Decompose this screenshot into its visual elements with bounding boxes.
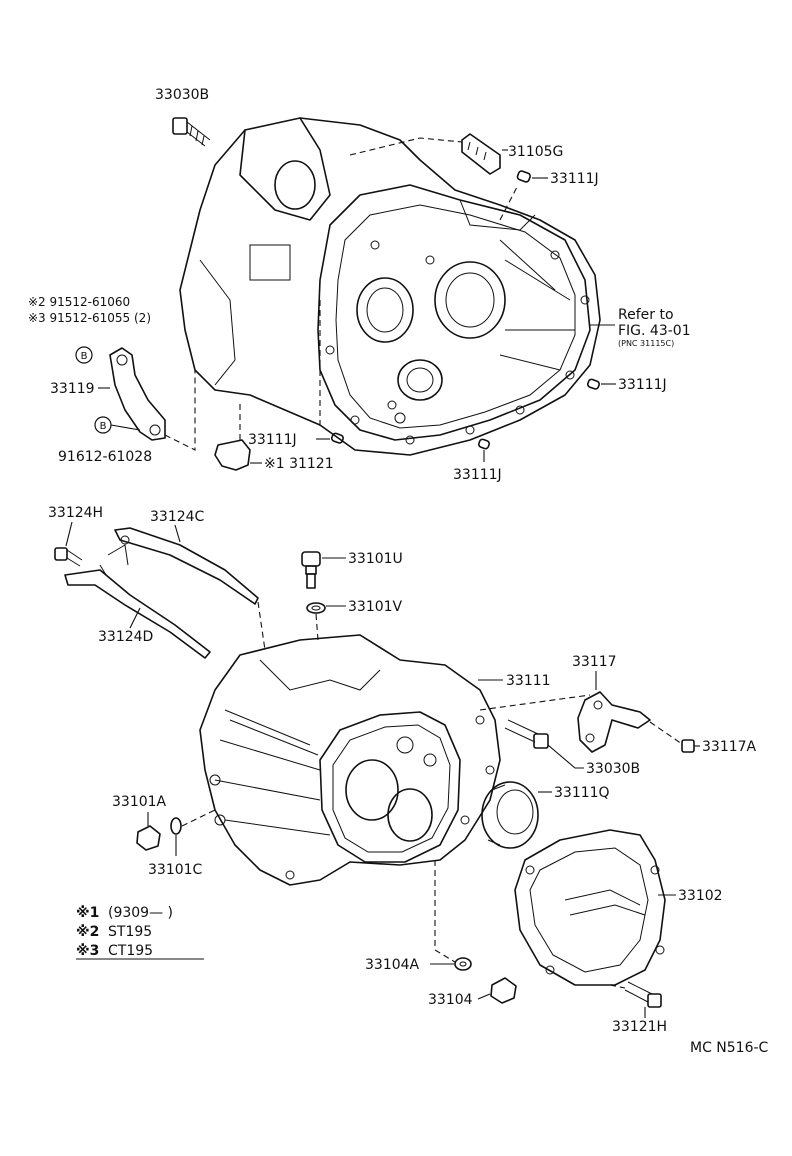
plug-33101u-icon [301,551,321,589]
label-33117: 33117 [572,654,617,670]
label-33111j-right-top: 33111J [550,171,599,187]
legend-text-2: ST195 [108,924,152,940]
label-33111: 33111 [506,673,551,689]
label-33124h: 33124H [48,505,103,521]
note-91512-61060: ※2 91512-61060 [28,295,130,309]
label-33111j-bottom: 33111J [453,467,502,483]
lower-transaxle-case [199,634,501,886]
label-33111q: 33111Q [554,785,610,801]
cover-31121-icon [214,439,251,471]
svg-text:B: B [81,351,88,362]
label-33111j-right-mid: 33111J [618,377,667,393]
label-33117a: 33117A [702,739,757,755]
label-33104: 33104 [428,992,473,1008]
washer-33104a-icon [454,957,472,971]
label-33119: 33119 [50,381,95,397]
label-bolt-33030b-top: 33030B [155,87,209,103]
bracket-33119-icon [109,347,166,441]
seal-33111q-icon [481,781,539,849]
label-33101a: 33101A [112,794,167,810]
label-33104a: 33104A [365,957,420,973]
extension-housing-33102 [514,829,666,986]
label-33124c: 33124C [150,509,205,525]
label-33101c: 33101C [148,862,203,878]
label-31121: ※1 31121 [264,456,334,472]
upper-transaxle-housing [179,117,601,456]
rod-33124d-icon [64,564,211,659]
label-33101v: 33101V [348,599,403,615]
label-33102: 33102 [678,888,723,904]
plug-33104-icon [490,977,517,1004]
rod-33124c-icon [107,527,259,605]
bolt-33030b-lower-icon [504,719,549,749]
refer-line-1: Refer to [618,307,674,323]
washer-33101c-icon [170,817,182,835]
pin-33111j-bottom-icon [477,438,491,450]
note-91512-61055: ※3 91512-61055 (2) [28,311,151,325]
pin-33111j-right-mid-icon [586,378,600,390]
bracket-33117-icon [577,691,651,753]
pin-33111j-left-icon [330,432,344,444]
legend-mark-1: ※1 [76,905,99,921]
washer-33101v-icon [306,602,326,614]
bolt-33117a-icon [681,739,695,753]
pin-33111j-right-top-icon [516,170,531,183]
label-33101u: 33101U [348,551,403,567]
label-33121h: 33121H [612,1019,667,1035]
refer-line-2: FIG. 43-01 [618,323,691,339]
applicability-legend: ※1 (9309— ) ※2 ST195 ※3 CT195 [76,905,204,960]
diagram-code: MC N516-C [690,1040,769,1056]
legend-text-3: CT195 [108,943,153,959]
bolt-31105g-icon [461,133,501,175]
svg-text:B: B [100,421,107,432]
label-33111j-left: 33111J [248,432,297,448]
label-33124d: 33124D [98,629,153,645]
label-91612-61028: 91612-61028 [58,449,152,465]
bolt-33030b-top-icon [172,117,211,147]
label-33030b-lower: 33030B [586,761,640,777]
plug-33101a-icon [136,825,161,851]
badge-b-bottom: B [94,416,112,434]
refer-line-3: (PNC 31115C) [618,339,674,348]
legend-mark-2: ※2 [76,924,99,940]
legend-mark-3: ※3 [76,943,99,959]
legend-text-1: (9309— ) [108,905,173,921]
badge-b-top: B [75,346,93,364]
leader-31105g [349,137,463,156]
label-31105g: 31105G [508,144,563,160]
bolt-33124h-icon [54,547,83,567]
bolt-33121h-icon [624,981,662,1008]
